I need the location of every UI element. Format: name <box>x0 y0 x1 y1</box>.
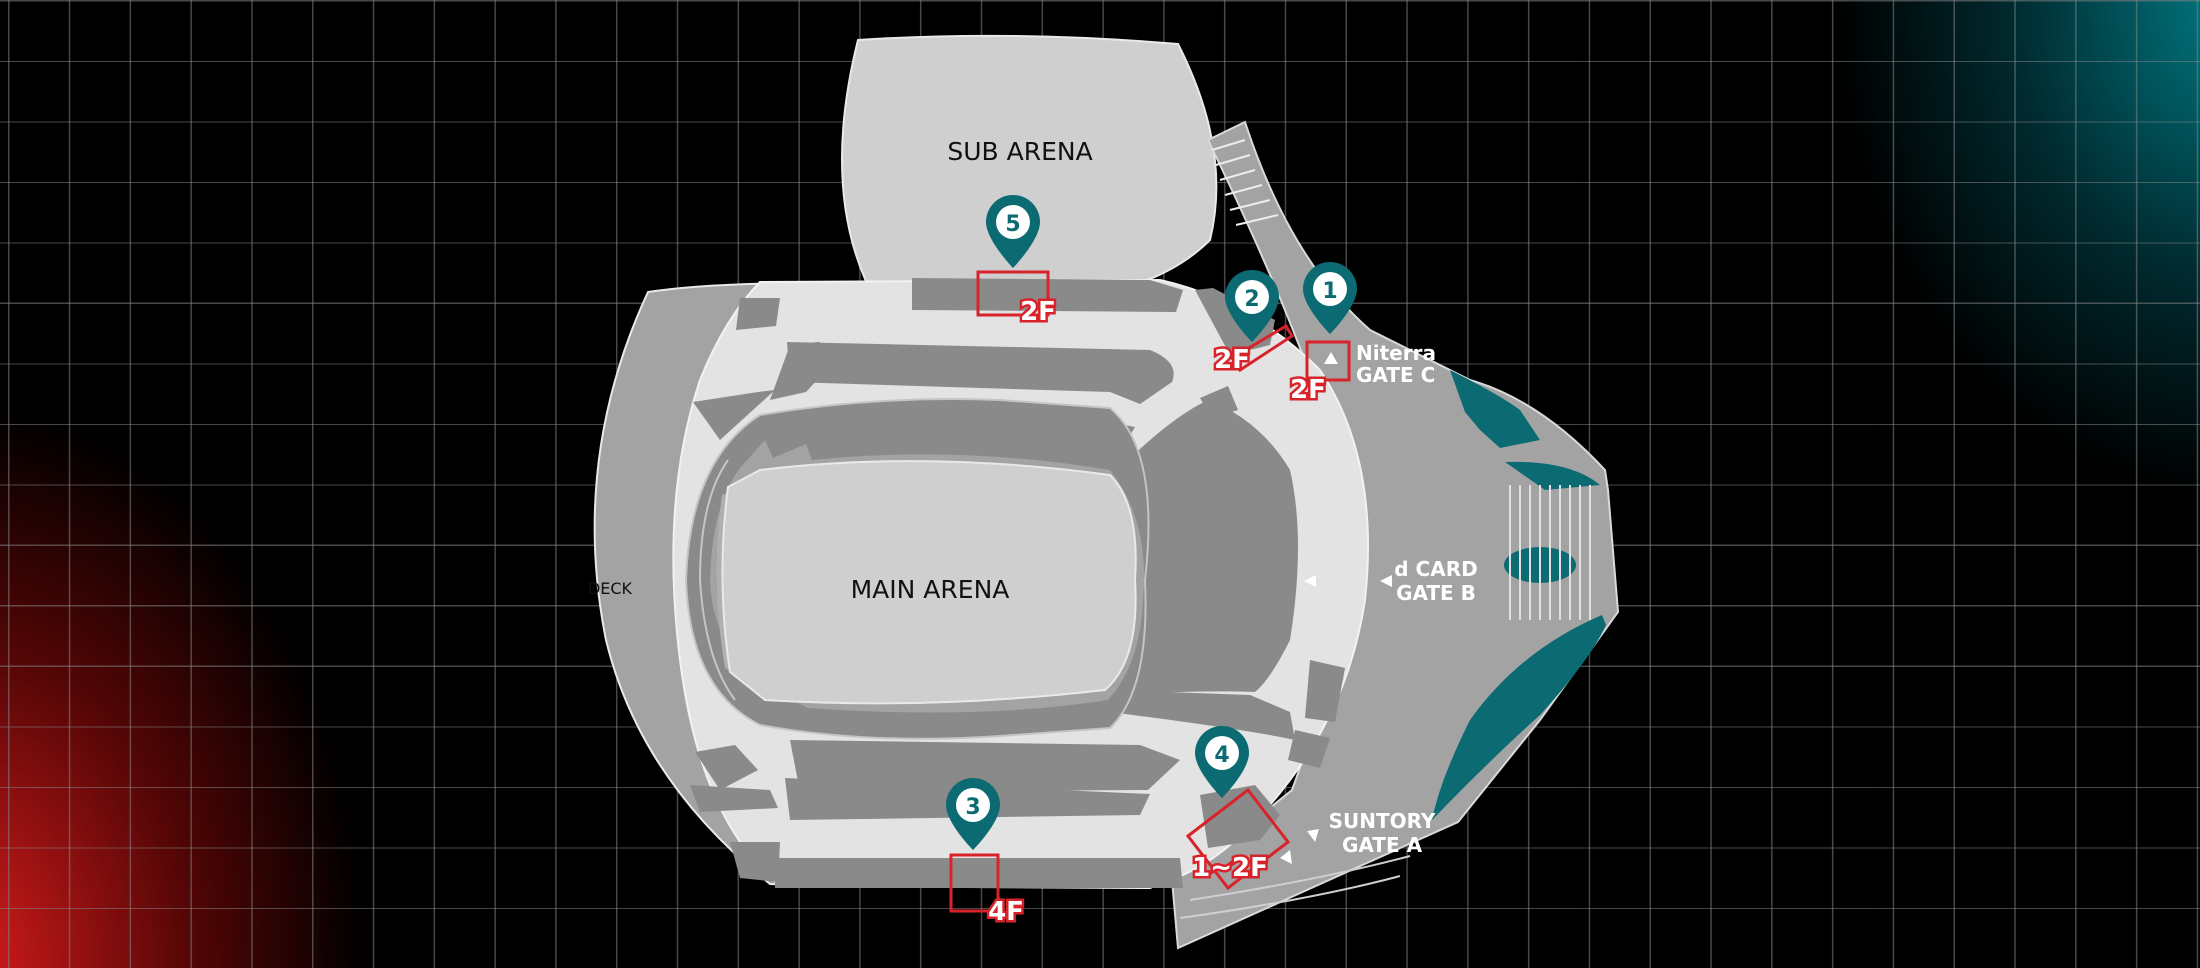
pin-4[interactable]: 4 <box>1195 726 1249 798</box>
gate-labels: Niterra GATE C d CARD GATE B SUNTORY GAT… <box>1329 341 1478 857</box>
up-arrow-icon <box>1324 352 1338 364</box>
arrow-icon <box>1380 575 1392 587</box>
gate-arrows <box>1280 575 1392 864</box>
location-5-outline <box>976 270 1050 317</box>
pin-4-number: 4 <box>1214 743 1229 768</box>
pin-5-floor: 2F <box>1020 297 1056 327</box>
pin-1[interactable]: 1 <box>1303 262 1357 334</box>
pin-1-number: 1 <box>1322 279 1337 304</box>
location-4-outline <box>1185 787 1291 891</box>
pin-2-floor: 2F <box>1214 345 1250 375</box>
deck-label: DECK <box>588 579 633 598</box>
gate-b-name: d CARD <box>1394 557 1477 581</box>
pin-2-number: 2 <box>1244 287 1259 312</box>
gate-a-label: GATE A <box>1342 833 1423 857</box>
arrow-icon <box>1307 829 1319 842</box>
location-2-outline <box>1229 323 1295 373</box>
pin-5-number: 5 <box>1005 212 1020 237</box>
gate-b-label: GATE B <box>1396 581 1476 605</box>
main-arena: MAIN ARENA <box>684 398 1150 740</box>
pin-3[interactable]: 3 <box>946 778 1000 850</box>
gate-c-name: Niterra <box>1356 341 1436 365</box>
location-1-outline <box>1305 340 1351 382</box>
arrow-icon <box>1304 575 1316 587</box>
pin-1-floor: 2F <box>1290 375 1326 405</box>
gate-c-label: GATE C <box>1356 363 1435 387</box>
pin-4-floor: 1~2F <box>1192 853 1268 883</box>
sub-arena-building: SUB ARENA <box>841 34 1218 307</box>
location-highlights <box>949 270 1351 913</box>
location-3-outline <box>949 853 1000 913</box>
pin-2[interactable]: 2 <box>1225 270 1279 342</box>
sub-arena-label: SUB ARENA <box>947 137 1092 166</box>
arrow-icon <box>1280 850 1292 864</box>
pin-5[interactable]: 5 <box>986 195 1040 268</box>
gate-a-name: SUNTORY <box>1329 809 1436 833</box>
floor-labels: 2F 2F 2F 1~2F 4F <box>986 295 1329 930</box>
main-arena-label: MAIN ARENA <box>851 575 1010 604</box>
pin-3-number: 3 <box>965 795 980 820</box>
pin-3-floor: 4F <box>988 897 1024 927</box>
